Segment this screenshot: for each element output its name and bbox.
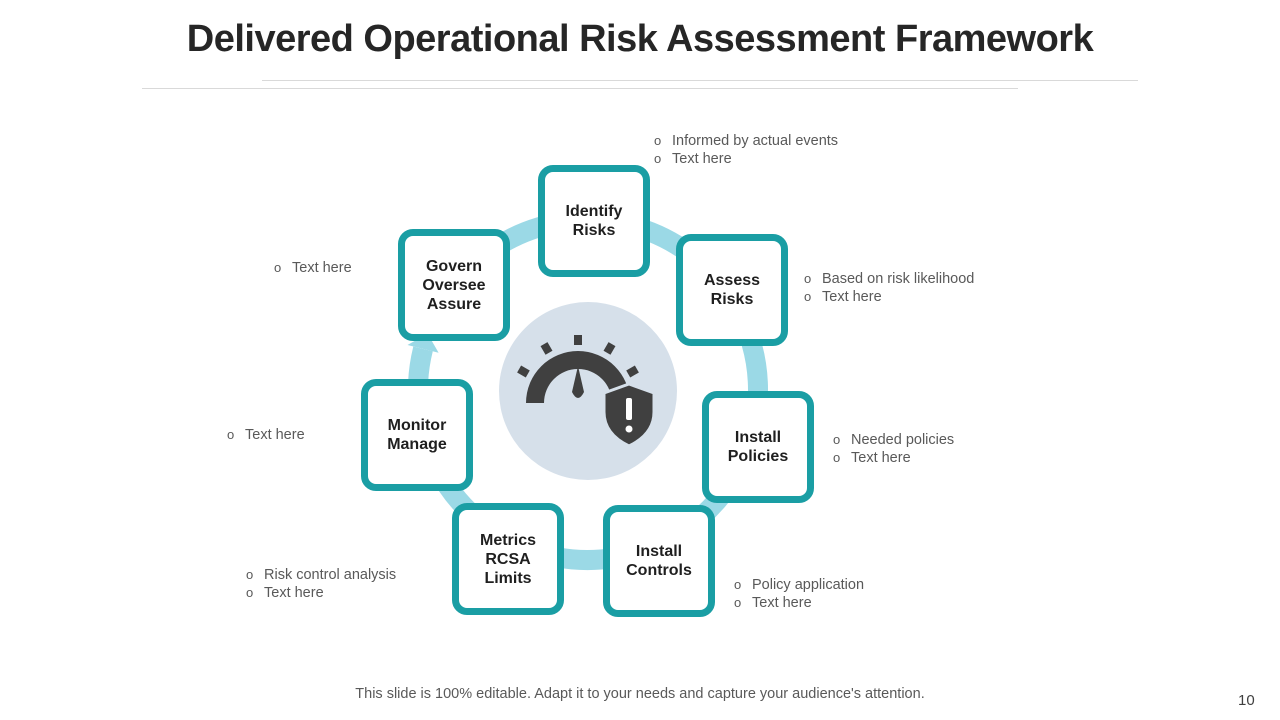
risk-speedometer-shield-icon (517, 335, 656, 448)
cycle-arrowhead (407, 333, 439, 353)
page-number: 10 (1238, 692, 1255, 709)
cycle-node-install-controls: Install Controls (603, 505, 715, 617)
bullet-icon: o (227, 427, 235, 442)
cycle-node-identify-risks: Identify Risks (538, 165, 650, 277)
title-divider-bottom (142, 88, 1018, 89)
bullet-icon: o (654, 151, 662, 166)
bullet-icon: o (654, 133, 662, 148)
cycle-node-metrics-rcsa-limits: Metrics RCSA Limits (452, 503, 564, 615)
node-label: Govern Oversee Assure (422, 257, 486, 313)
node-label: Metrics RCSA Limits (479, 531, 537, 587)
node-label: Install Controls (626, 543, 692, 579)
node-label: Assess Risks (703, 272, 761, 308)
cycle-node-assess-risks: Assess Risks (676, 234, 788, 346)
node-label: Identify Risks (565, 203, 623, 239)
bullet-icon: o (833, 450, 841, 465)
bullet-icon: o (804, 289, 812, 304)
cycle-node-govern-oversee-assure: Govern Oversee Assure (398, 229, 510, 341)
node-label: Monitor Manage (387, 417, 447, 453)
bullet-icon: o (246, 567, 254, 582)
bullet-icon: o (246, 585, 254, 600)
footer-note: This slide is 100% editable. Adapt it to… (355, 686, 925, 702)
cycle-node-monitor-manage: Monitor Manage (361, 379, 473, 491)
node-label: Install Policies (727, 429, 789, 465)
slide-title: Delivered Operational Risk Assessment Fr… (186, 18, 1094, 60)
title-divider-top (262, 80, 1138, 81)
cycle-node-install-policies: Install Policies (702, 391, 814, 503)
bullet-icon: o (804, 271, 812, 286)
bullet-icon: o (274, 260, 282, 275)
bullet-icon: o (833, 432, 841, 447)
bullet-icon: o (734, 595, 742, 610)
center-hub (499, 302, 677, 480)
bullet-icon: o (734, 577, 742, 592)
